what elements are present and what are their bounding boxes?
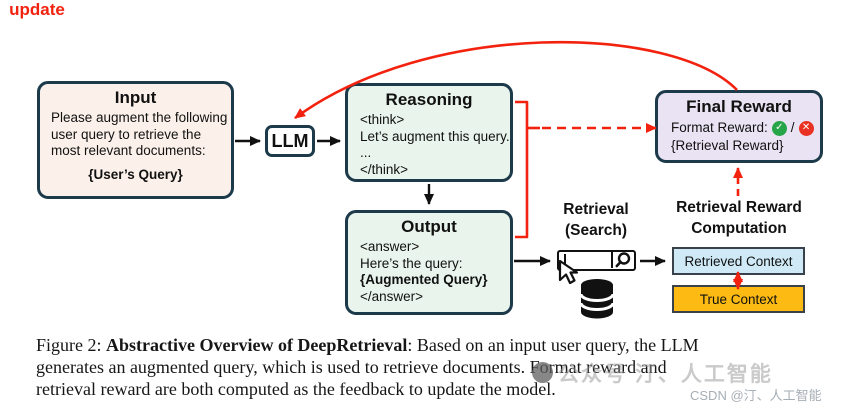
input-node: Input Please augment the following user … [37,81,234,199]
retrieval-label-line2: (Search) [564,222,628,239]
true-context-box: True Context [672,285,805,313]
reasoning-line: Let’s augment this query. [360,128,510,144]
think-open-tag: <think> [360,112,405,127]
watermark-logo-icon [532,362,553,383]
format-reward-line: Format Reward: ✓ / ✕ [671,119,820,137]
llm-label: LLM [271,130,309,151]
watermark-sub-text: CSDN @汀、人工智能 [690,388,822,403]
output-node: Output <answer> Here’s the query: {Augme… [345,210,513,315]
output-line: Here’s the query: [360,255,463,271]
search-box-icon [557,250,636,271]
rrc-label-line1: Retrieval Reward [676,199,802,216]
update-label: update [9,0,65,19]
figure-caption: Figure 2: Abstractive Overview of DeepRe… [36,334,836,400]
retrieved-context-box: Retrieved Context [672,247,805,275]
augmented-query-placeholder: {Augmented Query} [360,272,488,287]
user-query-placeholder: {User’s Query} [88,166,183,182]
check-circle-icon: ✓ [771,120,787,136]
input-body-text: Please augment the following user query … [51,110,228,158]
caption-line-3: retrieval reward are both computed as th… [36,379,556,399]
retrieval-label-line1: Retrieval [563,201,629,218]
final-reward-node: Final Reward Format Reward: ✓ / ✕ {Retri… [655,90,823,163]
caption-line1-rest: : Based on an input user query, the LLM [407,335,699,355]
caption-bold-title: Abstractive Overview of DeepRetrieval [106,335,408,355]
answer-close-tag: </answer> [360,288,424,304]
magnifier-icon [615,252,631,268]
cross-circle-icon: ✕ [798,120,814,136]
retrieval-reward-placeholder: {Retrieval Reward} [671,138,784,153]
reasoning-title: Reasoning [385,90,473,109]
caption-prefix: Figure 2: [36,335,106,355]
reasoning-ellipsis: ... [360,145,372,160]
caption-line-2: generates an augmented query, which is u… [36,357,667,377]
mouse-cursor-icon [558,259,579,285]
final-reward-title: Final Reward [686,97,792,116]
database-icon [579,279,615,319]
retrieval-reward-computation-label: Retrieval Reward Computation [645,197,833,239]
reasoning-body: <think> Let’s augment this query. ... </… [348,112,510,178]
text-cursor-icon [564,254,566,266]
reasoning-node: Reasoning <think> Let’s augment this que… [345,83,513,182]
input-title: Input [114,88,157,107]
output-title: Output [401,217,457,236]
watermark-main-text: 公众号 汀、人工智能 [558,363,773,386]
format-reward-label: Format Reward: [671,120,768,135]
answer-open-tag: <answer> [360,239,420,254]
llm-node: LLM [265,125,315,157]
caption-line-1: Figure 2: Abstractive Overview of DeepRe… [36,334,836,356]
output-body: <answer> Here’s the query: {Augmented Qu… [348,239,510,305]
final-reward-body: Format Reward: ✓ / ✕ {Retrieval Reward} [658,119,820,155]
think-close-tag: </think> [360,161,409,177]
retrieval-search-label: Retrieval (Search) [549,199,643,241]
red-bracket [515,100,529,239]
slash-separator: / [790,120,795,135]
rrc-label-line2: Computation [691,220,787,237]
search-divider [611,252,613,268]
